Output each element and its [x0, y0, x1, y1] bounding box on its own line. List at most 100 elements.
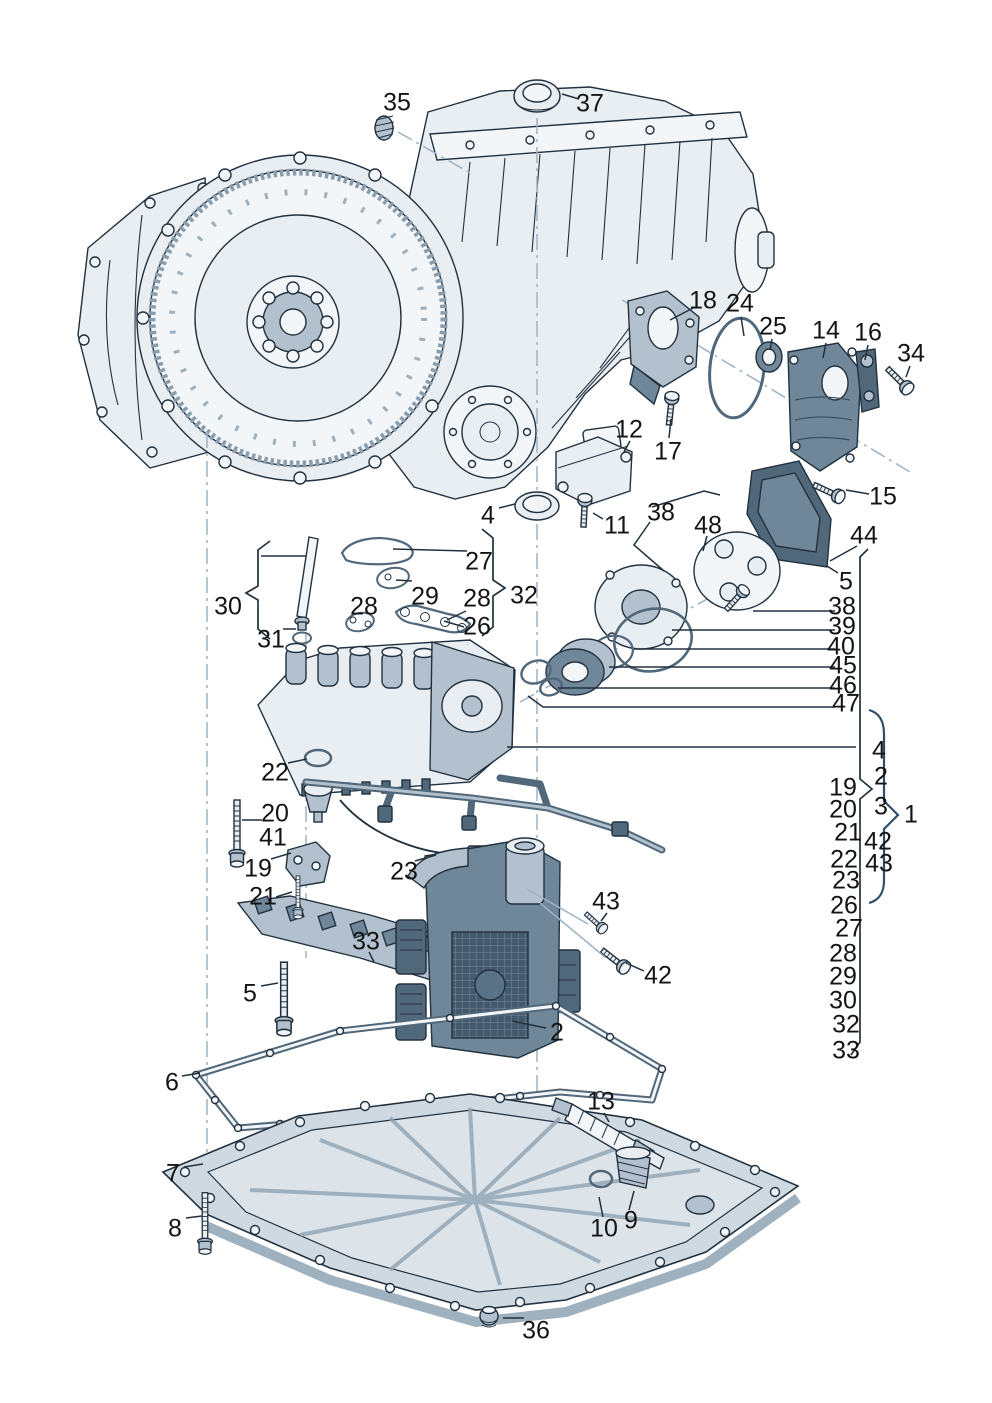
- callout-29-17[interactable]: 29: [411, 582, 439, 611]
- callout-8-37[interactable]: 8: [168, 1214, 182, 1243]
- callout-1-66[interactable]: 1: [904, 800, 918, 829]
- part-plug-9: [615, 1146, 651, 1189]
- callout-2-62[interactable]: 2: [874, 762, 888, 791]
- brace-group-1: [868, 708, 900, 905]
- callout-26-54[interactable]: 26: [830, 891, 858, 920]
- callout-9-40[interactable]: 9: [624, 1206, 638, 1235]
- callout-30-22[interactable]: 30: [214, 592, 242, 621]
- screw-axis-lines: [526, 888, 607, 959]
- callout-33-30[interactable]: 33: [352, 927, 380, 956]
- part-cover-14: [787, 342, 862, 472]
- callout-11-11[interactable]: 11: [604, 511, 630, 540]
- callout-16-6[interactable]: 16: [854, 318, 882, 347]
- flywheel: [148, 168, 448, 468]
- callout-21-28[interactable]: 21: [249, 882, 277, 911]
- callout-30-58[interactable]: 30: [829, 986, 857, 1015]
- callout-5-31[interactable]: 5: [243, 979, 257, 1008]
- part-gasket-27: [340, 536, 414, 566]
- callout-32-59[interactable]: 32: [832, 1010, 860, 1039]
- callout-12-8[interactable]: 12: [615, 415, 643, 444]
- callout-4-12[interactable]: 4: [481, 501, 495, 530]
- callout-37-1[interactable]: 37: [576, 89, 604, 118]
- callout-20-25[interactable]: 20: [261, 799, 289, 828]
- bolt-5: [274, 961, 294, 1037]
- callout-41-26[interactable]: 41: [259, 823, 287, 852]
- part-dipstick-tube-30: [294, 536, 319, 631]
- callout-23-53[interactable]: 23: [832, 866, 860, 895]
- callout-14-5[interactable]: 14: [812, 316, 840, 345]
- part-o-ring-10: [588, 1169, 614, 1189]
- part-ring-4: [514, 491, 560, 521]
- callout-24-3[interactable]: 24: [726, 289, 754, 318]
- callout-46-47[interactable]: 46: [829, 671, 857, 700]
- part-seal-37: [513, 79, 561, 113]
- callout-33-60[interactable]: 33: [832, 1036, 860, 1065]
- callout-3-63[interactable]: 3: [874, 792, 888, 821]
- callout-32-20[interactable]: 32: [510, 581, 538, 610]
- callout-15-10[interactable]: 15: [869, 482, 897, 511]
- callout-18-2[interactable]: 18: [689, 286, 717, 315]
- callout-7-36[interactable]: 7: [166, 1159, 180, 1188]
- callout-48-14[interactable]: 48: [694, 511, 722, 540]
- callout-34-7[interactable]: 34: [897, 339, 925, 368]
- transmission-housing: [77, 86, 775, 500]
- callout-40-45[interactable]: 40: [827, 632, 855, 661]
- part-gasket-29: [376, 566, 410, 590]
- callout-26-19[interactable]: 26: [463, 612, 491, 641]
- callout-43-32[interactable]: 43: [592, 887, 620, 916]
- part-bracket-16: [855, 348, 880, 413]
- callout-13-38[interactable]: 13: [587, 1087, 615, 1116]
- brace-32: [481, 528, 507, 637]
- callout-19-49[interactable]: 19: [829, 773, 857, 802]
- callout-42-33[interactable]: 42: [644, 961, 672, 990]
- part-drain-plug-36: [479, 1305, 499, 1328]
- screw-11: [575, 492, 593, 529]
- part-gasket-47: [520, 659, 563, 697]
- callout-36-41[interactable]: 36: [522, 1316, 550, 1345]
- callout-35-0[interactable]: 35: [383, 88, 411, 117]
- callout-21-51[interactable]: 21: [834, 818, 862, 847]
- screw-34: [881, 362, 917, 398]
- part-mechatronic-2: [395, 837, 561, 1059]
- ring-gear: [148, 168, 448, 468]
- callout-5-42[interactable]: 5: [839, 567, 853, 596]
- callout-38-13[interactable]: 38: [647, 498, 675, 527]
- callout-23-29[interactable]: 23: [390, 857, 418, 886]
- callout-25-4[interactable]: 25: [759, 312, 787, 341]
- part-clamp-19: [285, 841, 331, 887]
- part-gasket-28: [345, 611, 375, 633]
- callout-4-61[interactable]: 4: [872, 736, 886, 765]
- callout-44-15[interactable]: 44: [850, 521, 878, 550]
- part-pump-rotor-48: [693, 531, 781, 611]
- callout-17-9[interactable]: 17: [654, 437, 682, 466]
- callout-29-57[interactable]: 29: [829, 962, 857, 991]
- callout-31-23[interactable]: 31: [257, 625, 285, 654]
- callout-19-27[interactable]: 19: [244, 854, 272, 883]
- callout-27-16[interactable]: 27: [465, 547, 493, 576]
- callout-45-46[interactable]: 45: [829, 651, 857, 680]
- callout-27-55[interactable]: 27: [835, 914, 863, 943]
- callout-22-24[interactable]: 22: [261, 758, 289, 787]
- callout-2-34[interactable]: 2: [550, 1018, 564, 1047]
- callout-28-56[interactable]: 28: [829, 939, 857, 968]
- callout-10-39[interactable]: 10: [590, 1214, 618, 1243]
- valve-body-assembly: [257, 639, 516, 797]
- callout-28-18[interactable]: 28: [463, 584, 491, 613]
- part-pump-gears-45-46: [545, 638, 616, 696]
- bolt-20: [228, 799, 246, 868]
- part-cover-plate-44: [746, 460, 832, 568]
- callout-6-35[interactable]: 6: [165, 1068, 179, 1097]
- callout-20-50[interactable]: 20: [829, 795, 857, 824]
- callout-47-48[interactable]: 47: [832, 689, 860, 718]
- callout-42-64[interactable]: 42: [864, 827, 892, 856]
- callout-43-65[interactable]: 43: [865, 849, 893, 878]
- callout-22-52[interactable]: 22: [830, 845, 858, 874]
- part-sensor-12: [555, 425, 633, 506]
- callout-38-43[interactable]: 38: [828, 592, 856, 621]
- callout-28-21[interactable]: 28: [350, 592, 378, 621]
- part-seal-25: [755, 341, 783, 373]
- part-cover-18: [627, 290, 700, 406]
- callout-39-44[interactable]: 39: [828, 612, 856, 641]
